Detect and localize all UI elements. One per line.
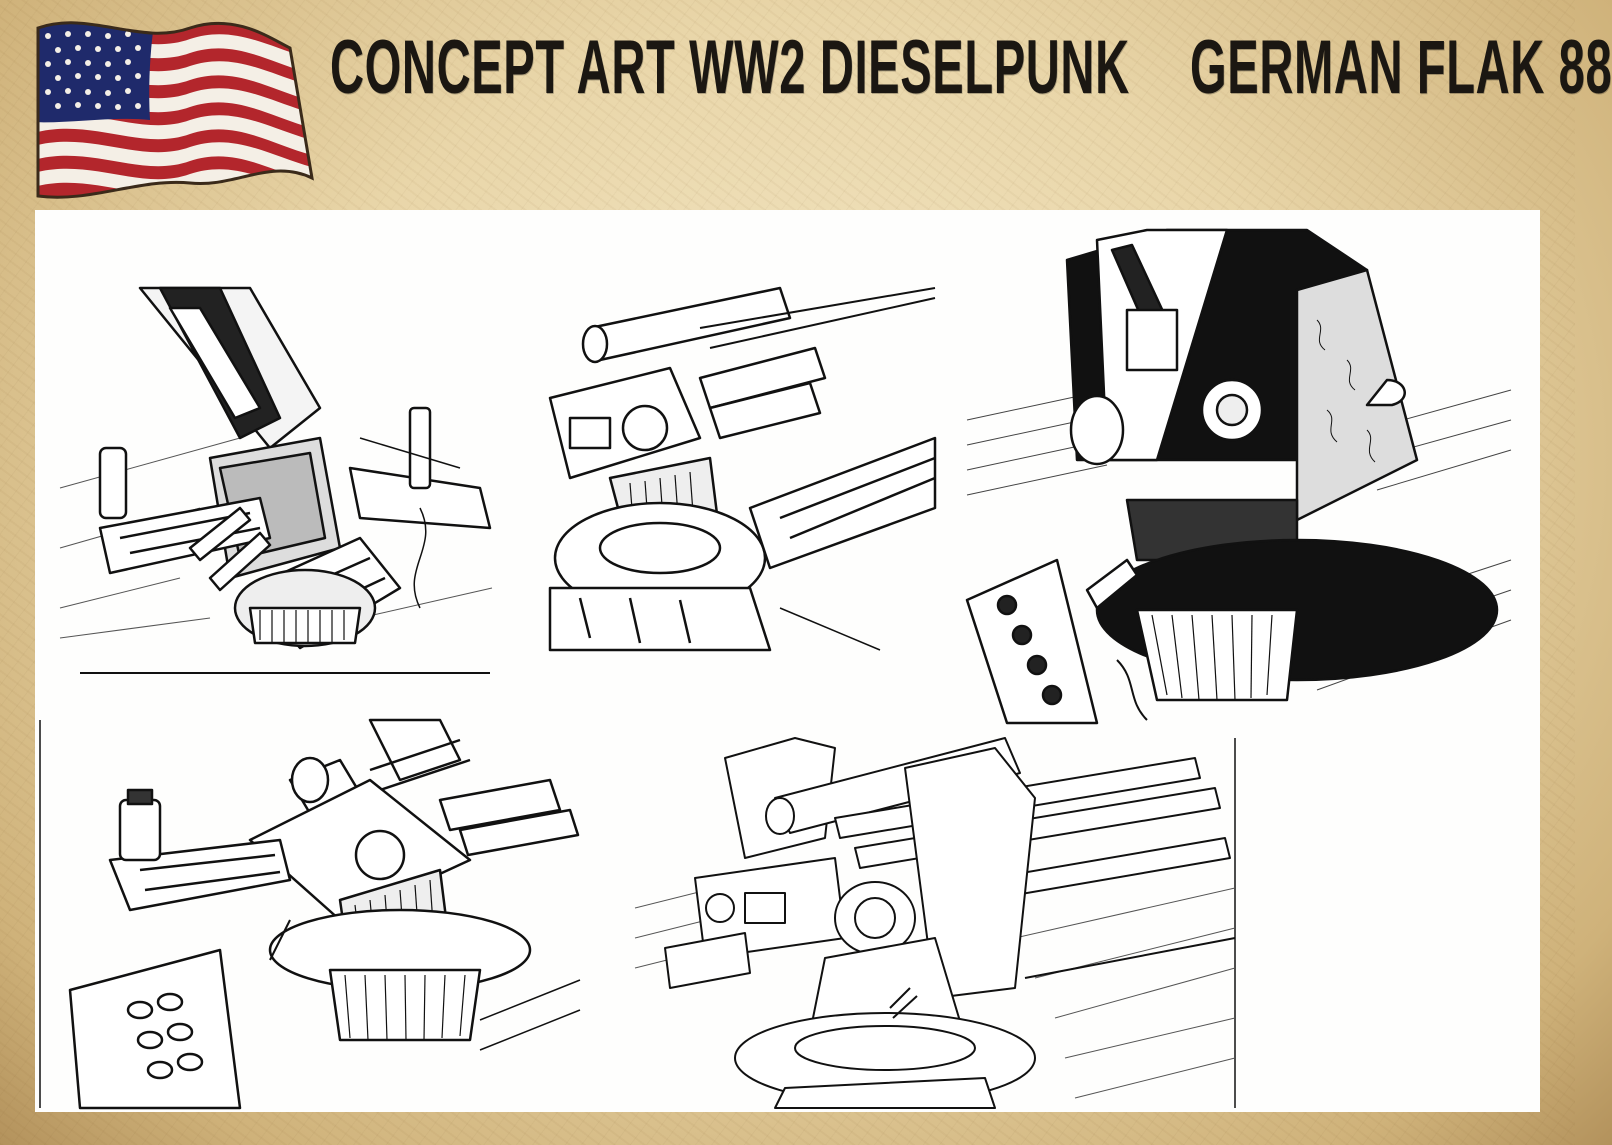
title-concept-art: CONCEPT ART WW2 DIESELPUNK — [330, 25, 1130, 110]
us-flag-icon — [30, 18, 315, 203]
flak-88-lineart-turret-sketch — [634, 737, 1240, 1109]
flak-88-cruciform-mount-sketch — [59, 286, 493, 676]
flak-88-barrel-closeup-sketch — [548, 286, 937, 652]
sketch-sheet — [35, 210, 1540, 1112]
flak-88-ammo-feed-sketch — [39, 718, 581, 1110]
title-german-flak: GERMAN FLAK 88 — [1190, 25, 1612, 110]
flak-88-shielded-turret-sketch — [965, 228, 1512, 725]
